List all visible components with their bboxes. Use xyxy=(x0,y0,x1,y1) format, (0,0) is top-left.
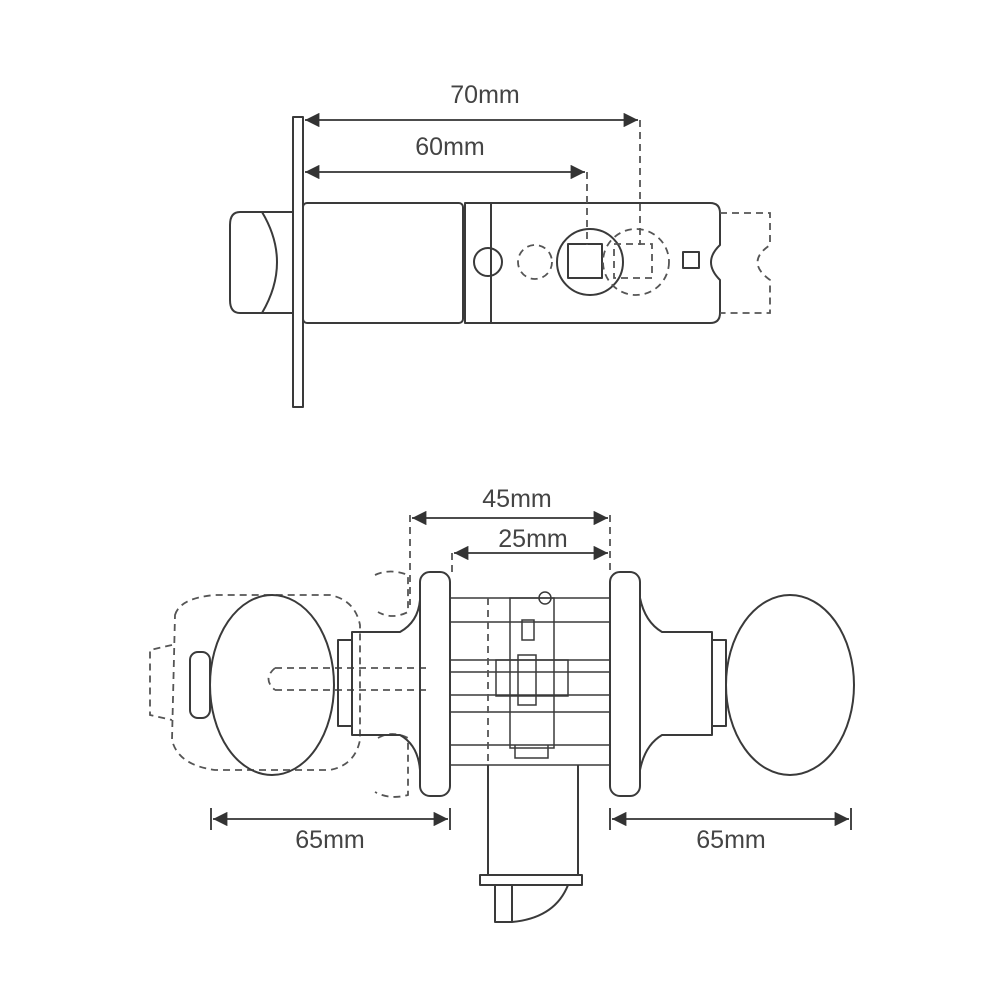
latch-body xyxy=(302,202,464,324)
spindle-ghost xyxy=(267,667,430,691)
latch-small-slot xyxy=(682,251,700,269)
latch-faceplate xyxy=(292,116,304,408)
latch-bolt xyxy=(229,211,293,314)
left-knob-button xyxy=(189,651,211,719)
dim-label-70: 70mm xyxy=(450,81,519,109)
right-plate xyxy=(609,571,641,797)
left-knob xyxy=(209,594,335,776)
knob-set-view: 45mm 25mm 65mm 65mm xyxy=(149,485,855,923)
dim-label-60: 60mm xyxy=(415,133,484,161)
latch-alt-square xyxy=(613,243,653,279)
left-rose xyxy=(351,599,421,771)
bottom-latch-bolt xyxy=(494,884,569,923)
latch-side-view: 70mm 60mm xyxy=(229,81,771,408)
latch-bolt-curve xyxy=(261,211,278,314)
latch-spindle-hub xyxy=(556,228,624,296)
left-plate xyxy=(419,571,451,797)
dim-label-65-left: 65mm xyxy=(295,826,364,854)
dim-label-65-right: 65mm xyxy=(696,826,765,854)
right-rose xyxy=(639,597,713,771)
dim-label-45: 45mm xyxy=(482,485,551,513)
latch-extended-outline xyxy=(720,212,771,314)
dim-label-25: 25mm xyxy=(498,525,567,553)
bottom-latch-plate xyxy=(479,874,583,886)
latch-spindle-square xyxy=(567,243,603,279)
chassis-lines xyxy=(450,597,610,766)
latch-collar xyxy=(464,202,492,324)
bottom-latch-body xyxy=(487,765,579,876)
right-knob xyxy=(725,594,855,776)
latch-mechanism xyxy=(495,591,569,759)
latch-mount-hole xyxy=(473,247,503,277)
latch-alt-hub xyxy=(602,228,670,296)
latch-housing xyxy=(490,202,721,324)
latch-alt-hole xyxy=(517,244,553,280)
right-knob-neck xyxy=(711,639,727,727)
left-knob-neck xyxy=(337,639,353,727)
left-knob-ghost xyxy=(171,594,361,771)
